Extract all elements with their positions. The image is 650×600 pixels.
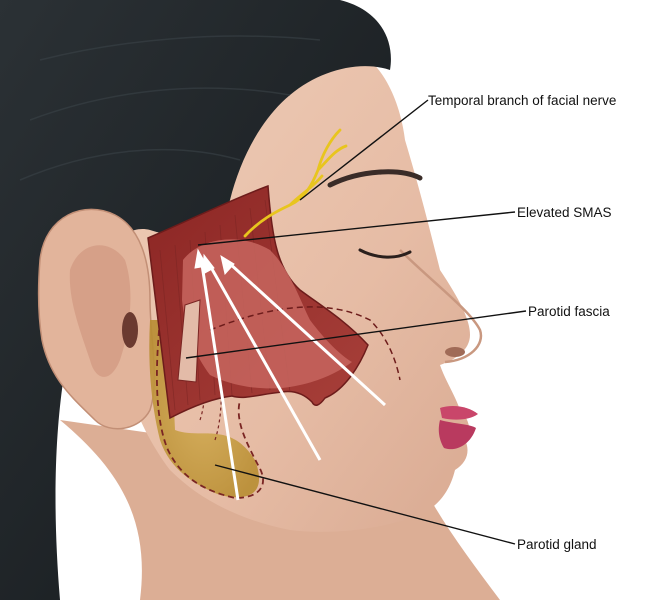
ear-canal — [122, 312, 138, 348]
lower-lip — [439, 420, 476, 449]
label-parotid-fascia: Parotid fascia — [528, 304, 610, 319]
label-elevated-smas: Elevated SMAS — [517, 205, 612, 220]
label-temporal-nerve: Temporal branch of facial nerve — [428, 93, 616, 108]
upper-lip — [440, 406, 478, 420]
nostril — [445, 347, 465, 357]
label-parotid-gland: Parotid gland — [517, 537, 597, 552]
